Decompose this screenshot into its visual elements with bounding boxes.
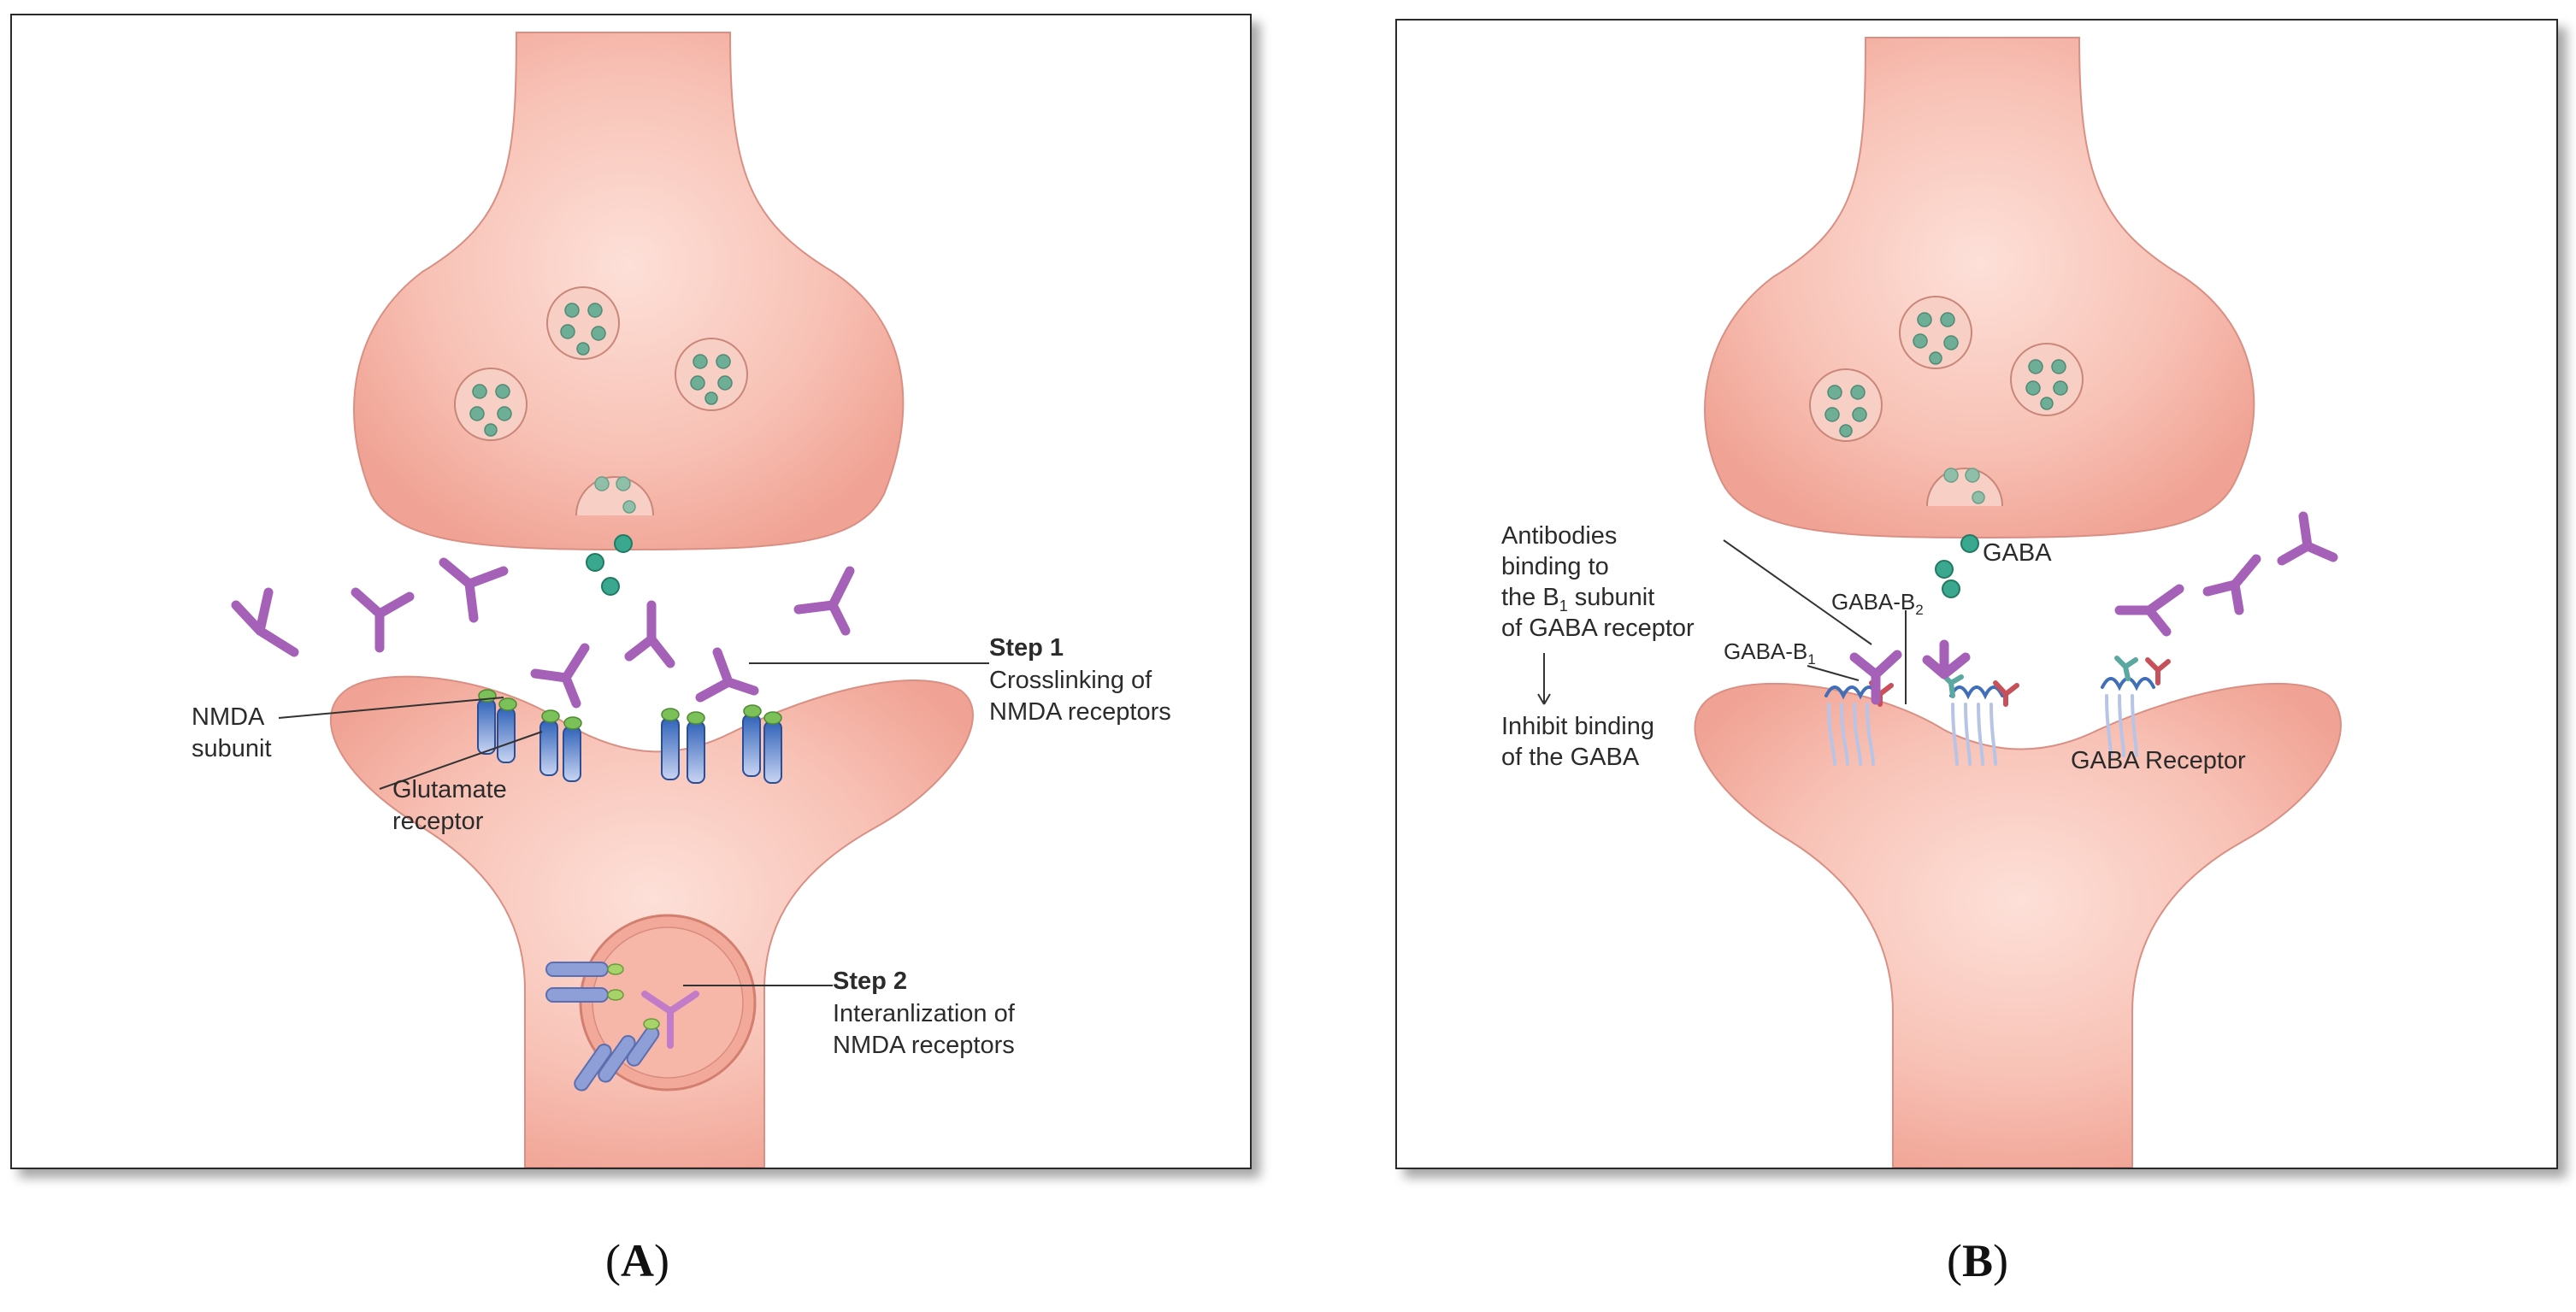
- caption-a: (A): [605, 1235, 669, 1286]
- antibodies-line3: the B1 subunit: [1501, 582, 1654, 622]
- panel-a-illustration: [231, 32, 989, 1168]
- synaptic-vesicles: [1809, 296, 2084, 507]
- antibodies: [1849, 511, 2338, 705]
- inhibit-line2: of the GABA: [1501, 744, 1640, 771]
- leader-lines: [278, 662, 989, 986]
- neurotransmitters: [586, 534, 633, 596]
- antibodies: [231, 557, 855, 709]
- gaba-b1-sub: 1: [1807, 651, 1816, 668]
- internalized-antibody: [641, 991, 699, 1049]
- caption-a-letter: A: [620, 1235, 654, 1286]
- panel-b-illustration: [1537, 37, 2342, 1168]
- antibodies-line4: of GABA receptor: [1501, 615, 1695, 642]
- step2-line1: Interanlization of: [833, 1000, 1015, 1027]
- gaba-b2-label: GABA-B2: [1831, 586, 1924, 626]
- panel-a: Step 1 Crosslinking of NMDA receptors NM…: [10, 14, 1252, 1169]
- inhibit-line1: Inhibit binding: [1501, 713, 1654, 740]
- gaba-b2-pre: GABA-B: [1831, 589, 1916, 615]
- gaba-receptor-label: GABA Receptor: [2071, 747, 2246, 774]
- panel-b: Antibodies binding to the B1 subunit of …: [1395, 19, 2558, 1169]
- gaba-b1-pre: GABA-B: [1724, 638, 1808, 664]
- step1-line2: NMDA receptors: [989, 698, 1171, 726]
- membrane-receptors: [477, 689, 782, 784]
- nmda-subunit-line1: NMDA: [192, 703, 265, 731]
- antibodies-line3-sub: 1: [1559, 597, 1568, 615]
- step2-line2: NMDA receptors: [833, 1032, 1015, 1059]
- antibodies-line2: binding to: [1501, 553, 1609, 580]
- internalized-receptors: [545, 962, 660, 1091]
- leader-lines: [1537, 539, 1907, 705]
- gaba-b2-sub: 2: [1915, 602, 1924, 619]
- glutamate-receptor-line2: receptor: [392, 808, 484, 835]
- caption-b-letter: B: [1961, 1235, 1994, 1286]
- step1-title: Step 1: [989, 634, 1064, 662]
- presynaptic-terminal: [1704, 37, 2255, 539]
- postsynaptic-neuron: [1694, 682, 2342, 1168]
- gaba-b1-label: GABA-B1: [1724, 636, 1816, 675]
- antibodies-line3-pre: the B: [1501, 584, 1559, 611]
- glutamate-receptor-line1: Glutamate: [392, 776, 507, 803]
- antibodies-line3-post: subunit: [1567, 584, 1655, 611]
- presynaptic-terminal: [353, 32, 905, 551]
- step1-line1: Crosslinking of: [989, 667, 1152, 694]
- gaba-label: GABA: [1983, 539, 2052, 567]
- nmda-subunit-line2: subunit: [192, 735, 272, 762]
- synaptic-vesicles: [454, 286, 748, 516]
- antibodies-line1: Antibodies: [1501, 522, 1618, 550]
- step2-title: Step 2: [833, 968, 908, 995]
- caption-b: (B): [1947, 1235, 2008, 1286]
- gaba-molecules: [1935, 534, 1979, 598]
